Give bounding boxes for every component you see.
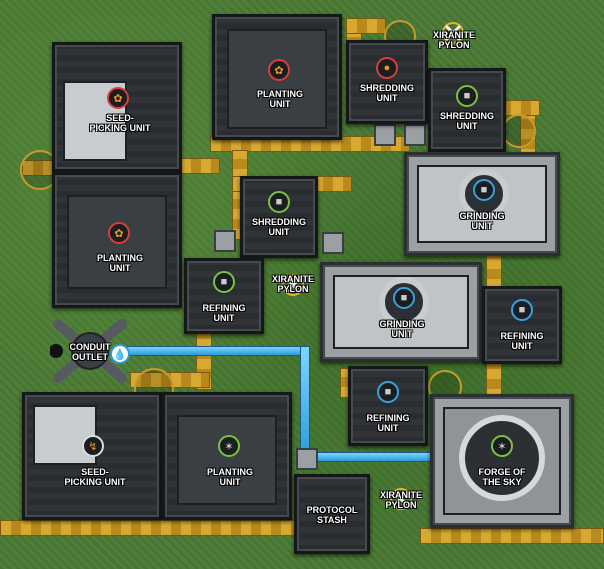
xiranite-pylon-icon[interactable]: [280, 272, 306, 298]
conduit-outlet[interactable]: CONDUIT OUTLET 💧: [49, 316, 130, 386]
refining-unit[interactable]: ■ REFINING UNIT: [348, 366, 428, 446]
cube-icon: ■: [511, 299, 533, 321]
seed-picking-unit[interactable]: ✿ SEED- PICKING UNIT: [52, 42, 182, 172]
grinding-unit[interactable]: ■ GRINDING UNIT: [404, 152, 560, 256]
building-label: SHREDDING UNIT: [439, 111, 494, 131]
cube-icon: ■: [473, 179, 495, 201]
planting-unit[interactable]: ✿ PLANTING UNIT: [212, 14, 342, 140]
planting-unit[interactable]: ✶ PLANTING UNIT: [162, 392, 292, 520]
seed-picking-unit[interactable]: ↯ SEED- PICKING UNIT: [22, 392, 162, 520]
building-label: SHREDDING UNIT: [359, 83, 414, 103]
building-label: PLANTING UNIT: [97, 253, 143, 273]
protocol-stash[interactable]: PROTOCOL STASH: [294, 474, 370, 554]
cube-icon: ■: [377, 381, 399, 403]
belt-connector[interactable]: [322, 232, 344, 254]
belt-connector[interactable]: [404, 124, 426, 146]
grinding-unit[interactable]: ■ GRINDING UNIT: [320, 262, 482, 362]
sprout-icon: ✶: [491, 435, 513, 457]
seed-icon: ✿: [107, 87, 129, 109]
belt-junction-pad: [502, 114, 536, 148]
sprout-icon: ✿: [108, 222, 130, 244]
sprout-icon: ✿: [268, 59, 290, 81]
belt-connector[interactable]: [214, 230, 236, 252]
shredding-unit[interactable]: ● SHREDDING UNIT: [346, 40, 428, 124]
building-label: SEED- PICKING UNIT: [64, 467, 126, 487]
building-label: GRINDING UNIT: [379, 319, 425, 339]
building-label: GRINDING UNIT: [459, 211, 505, 231]
water-pipe[interactable]: [300, 452, 434, 462]
building-label: REFINING UNIT: [366, 413, 410, 433]
shredding-unit[interactable]: ■ SHREDDING UNIT: [240, 176, 318, 258]
building-label: PLANTING UNIT: [257, 89, 303, 109]
shredding-unit[interactable]: ■ SHREDDING UNIT: [428, 68, 506, 152]
forge-ring: [459, 415, 545, 501]
xiranite-pylon-icon[interactable]: [388, 486, 414, 512]
water-drop-icon: 💧: [110, 344, 130, 364]
forge-of-the-sky[interactable]: ✶ FORGE OF THE SKY: [430, 394, 574, 528]
ore-icon: ●: [376, 57, 398, 79]
refining-unit[interactable]: ■ REFINING UNIT: [184, 258, 264, 334]
conveyor-belt[interactable]: [346, 18, 386, 34]
pylon-label: XIRANITE PYLON: [379, 490, 422, 510]
seed-icon: ↯: [82, 435, 104, 457]
conveyor-belt[interactable]: [486, 250, 502, 290]
cube-icon: ■: [393, 287, 415, 309]
ore-icon: ■: [456, 85, 478, 107]
building-label: REFINING UNIT: [500, 331, 544, 351]
planting-unit[interactable]: ✿ PLANTING UNIT: [52, 172, 182, 308]
cube-icon: ■: [213, 271, 235, 293]
belt-connector[interactable]: [374, 124, 396, 146]
pylon-label: XIRANITE PYLON: [432, 30, 475, 50]
grinder-wheel: [379, 277, 429, 327]
pipe-connector[interactable]: [296, 448, 318, 470]
building-label: REFINING UNIT: [202, 303, 246, 323]
water-pipe[interactable]: [300, 346, 310, 462]
grinder-wheel: [459, 169, 509, 219]
building-label: PROTOCOL STASH: [306, 505, 358, 525]
building-label: PLANTING UNIT: [207, 467, 253, 487]
conveyor-belt[interactable]: [0, 520, 300, 536]
outlet-label: CONDUIT OUTLET: [69, 342, 111, 362]
ore-icon: ■: [268, 191, 290, 213]
water-pipe[interactable]: [120, 346, 310, 356]
building-label: FORGE OF THE SKY: [478, 467, 526, 487]
conveyor-belt[interactable]: [180, 158, 220, 174]
outlet-frame: [49, 319, 127, 383]
conveyor-belt[interactable]: [420, 528, 604, 544]
pylon-label: XIRANITE PYLON: [271, 274, 314, 294]
sprout-icon: ✶: [218, 435, 240, 457]
building-label: SHREDDING UNIT: [251, 217, 306, 237]
refining-unit[interactable]: ■ REFINING UNIT: [482, 286, 562, 364]
building-label: SEED- PICKING UNIT: [89, 113, 151, 133]
xiranite-pylon-icon[interactable]: [440, 20, 466, 46]
